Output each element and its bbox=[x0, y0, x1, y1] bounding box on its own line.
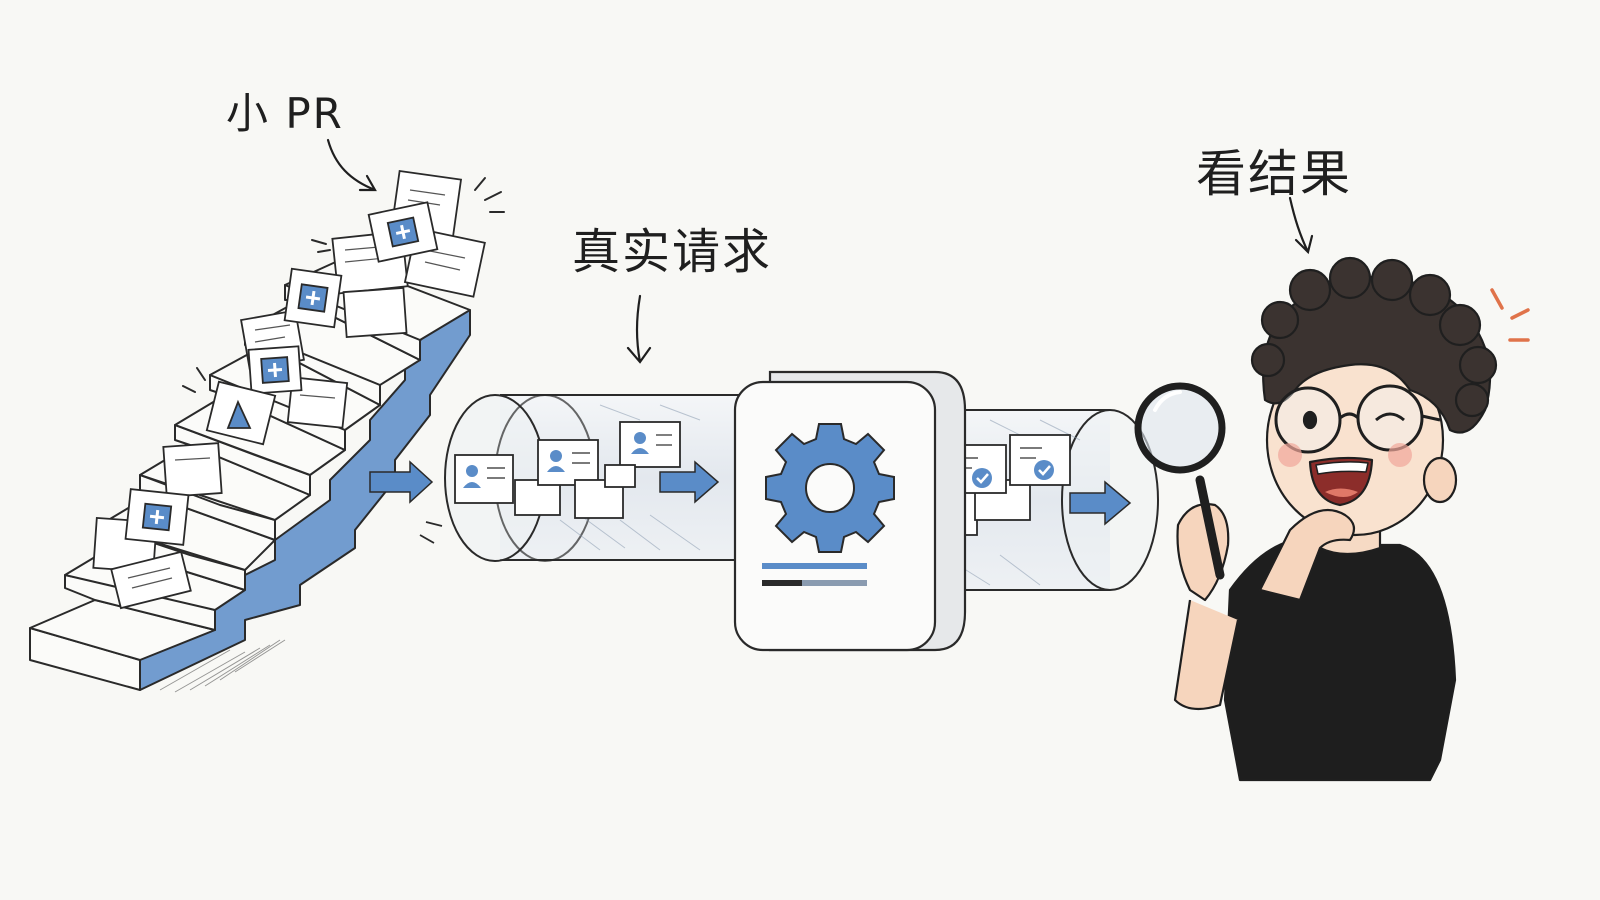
person-hair bbox=[1250, 256, 1498, 434]
label-see-result: 看结果 bbox=[1196, 145, 1352, 203]
person bbox=[1173, 256, 1498, 782]
processor-box bbox=[733, 370, 967, 652]
user-card-icon bbox=[619, 421, 681, 468]
right-arrow-icon bbox=[1069, 480, 1132, 526]
triangle-document-icon bbox=[205, 380, 277, 446]
user-card-icon bbox=[537, 439, 599, 486]
user-card-icon bbox=[604, 464, 636, 488]
person-hand bbox=[1176, 503, 1230, 602]
check-card-icon bbox=[1009, 434, 1071, 486]
tube-hatching bbox=[559, 404, 701, 551]
plus-document-icon bbox=[367, 201, 439, 263]
plus-document-icon bbox=[283, 267, 343, 329]
person-ear bbox=[1422, 456, 1458, 504]
stair-shadow bbox=[159, 639, 286, 693]
motion-marks bbox=[419, 521, 443, 544]
label-real-request: 真实请求 bbox=[572, 224, 773, 280]
gear-icon bbox=[765, 423, 895, 553]
plus-document-icon bbox=[124, 488, 190, 546]
person-shirt bbox=[1223, 537, 1457, 782]
magnifying-glass-icon bbox=[1134, 382, 1226, 580]
annotation-arrow-small-pr bbox=[326, 138, 377, 192]
person-cheek bbox=[1278, 443, 1302, 467]
right-arrow-icon bbox=[369, 460, 434, 504]
annotation-arrow-real-request bbox=[626, 294, 652, 364]
person-eye-right-wink bbox=[1375, 412, 1405, 422]
label-small-pr: 小 PR bbox=[226, 89, 344, 138]
excitement-marks bbox=[1490, 288, 1530, 342]
pr-documents bbox=[92, 169, 486, 610]
user-card-icon bbox=[454, 454, 514, 504]
request-cards bbox=[454, 421, 681, 519]
person-cheek bbox=[1388, 443, 1412, 467]
right-arrow-icon bbox=[659, 460, 720, 504]
motion-marks bbox=[182, 177, 505, 393]
person-eye-left bbox=[1302, 410, 1318, 430]
progress-bars bbox=[762, 563, 867, 586]
annotation-arrow-see-result bbox=[1288, 196, 1314, 255]
plus-document-icon bbox=[247, 345, 303, 395]
person-hand bbox=[1258, 508, 1356, 602]
